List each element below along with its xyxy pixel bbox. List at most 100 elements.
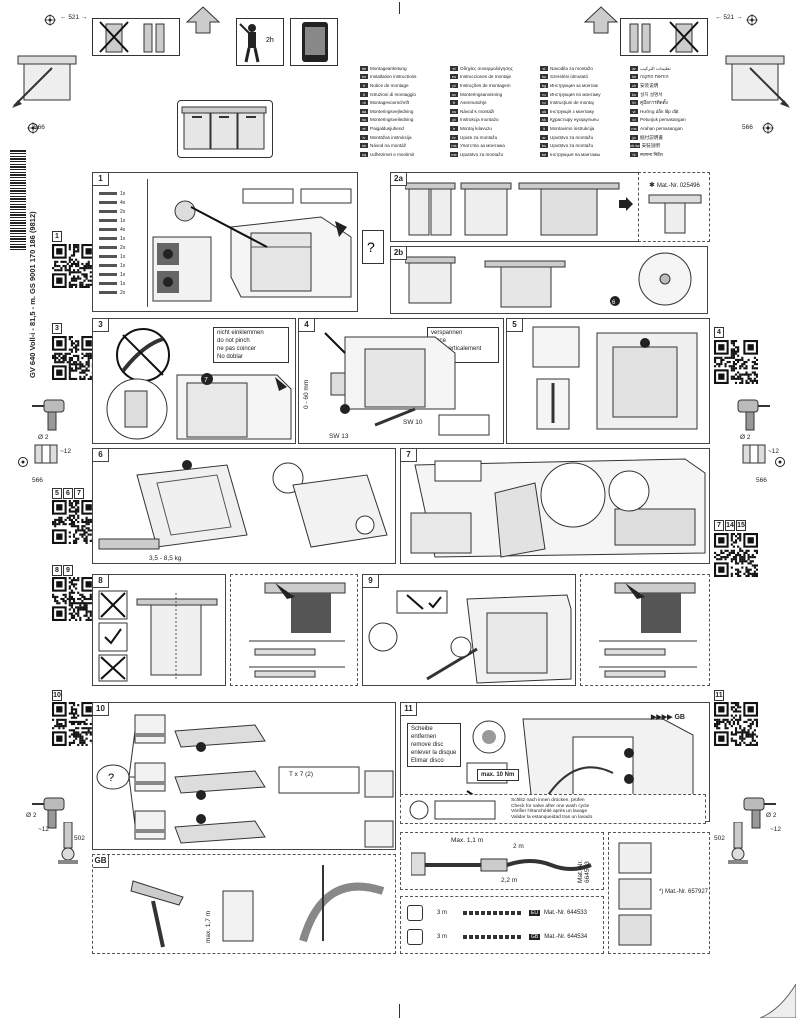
- language-code: et: [360, 125, 368, 131]
- qr-code-icon: [52, 702, 97, 747]
- part-qty: 1x: [120, 217, 126, 224]
- language-code: hi: [630, 151, 638, 157]
- screw-icon: [99, 291, 117, 294]
- qr-code-1[interactable]: [52, 244, 97, 289]
- language-code: mk: [450, 143, 458, 149]
- language-code: de: [360, 65, 368, 71]
- qr-code-7[interactable]: [714, 533, 759, 578]
- panel-10: 10 ? T x 7 (2): [92, 702, 396, 850]
- language-code: sk: [360, 143, 368, 149]
- hose-length-1: Max. 1,1 m: [451, 837, 484, 844]
- language-code: ja: [630, 134, 638, 140]
- gb-tag: ▶▶▶▶ GB: [651, 714, 685, 721]
- qr-code-567[interactable]: [52, 500, 97, 545]
- barcode: [10, 150, 26, 250]
- language-code: zh: [630, 82, 638, 88]
- panel-number: 4: [299, 319, 315, 332]
- language-code: uk: [540, 108, 548, 114]
- panel-8: 8: [92, 574, 226, 686]
- qr-code-3[interactable]: [52, 336, 97, 381]
- language-title: Szerelési útmutató: [550, 74, 589, 80]
- registration-mark-icon: [762, 122, 774, 134]
- clearance-side-right: 566: [756, 477, 767, 484]
- language-code: ro: [540, 100, 548, 106]
- qr-label: 3: [52, 323, 63, 334]
- torque-spec: T x 7 (2): [289, 771, 314, 778]
- foot-icon: [58, 822, 78, 864]
- installation-overview-icon: [152, 188, 352, 302]
- cabinet-sketch-icon: [12, 55, 77, 108]
- panel-9: 9: [362, 574, 576, 686]
- appliance-slide-in-icon: 7: [106, 373, 292, 440]
- door-weight: 3,5 - 8,5 kg: [149, 555, 182, 562]
- foot-icon: [728, 822, 748, 864]
- part-qty: 2x: [120, 244, 126, 251]
- socket-icon: [407, 929, 423, 945]
- panel-4: 4 verspannenbracecaler verticalementEnsi…: [298, 318, 504, 444]
- bracket-detail-icon: [648, 194, 702, 234]
- panel-number: 3: [93, 319, 109, 332]
- max-length: max. 1,7 m: [205, 910, 212, 943]
- part-qty: 4x: [120, 199, 126, 206]
- language-code: id: [630, 117, 638, 123]
- language-title: Monteringsvejledning: [370, 108, 414, 114]
- qr-code-icon: [52, 500, 97, 545]
- language-title: Instrukcja montażu: [460, 117, 499, 123]
- panel-number: GB: [93, 855, 109, 868]
- qr-code-icon: [714, 340, 759, 385]
- registration-mark-icon: [44, 14, 56, 26]
- svg-text:6: 6: [612, 300, 616, 306]
- qr-code-89[interactable]: [52, 577, 97, 622]
- flow-check-icon: [409, 800, 496, 820]
- language-code: pl: [450, 117, 458, 123]
- drill-depth: ~12: [768, 448, 780, 455]
- cabinet-fixing-icon: 6: [405, 252, 692, 308]
- language-title: Montageanleitung: [370, 65, 407, 71]
- qr-code-11[interactable]: [714, 702, 759, 747]
- language-title: Upute za montažu: [460, 134, 498, 140]
- language-title: 据付説明書: [640, 134, 663, 140]
- part-row: 1x: [99, 252, 145, 261]
- panel-number: 9: [363, 575, 379, 588]
- qr-code-10[interactable]: [52, 702, 97, 747]
- cord-mat-nr: Mat.-Nr. 644534: [544, 934, 588, 940]
- side-panel-icon: [620, 18, 708, 56]
- clearance-top-right: ← 521 →: [715, 14, 743, 21]
- clearance-side-left: 566: [34, 124, 45, 131]
- qr-code-4[interactable]: [714, 340, 759, 385]
- language-title: Инструкция за монтаж: [550, 82, 598, 88]
- language-title: Paigaldusjuhend: [370, 125, 404, 131]
- language-code: zh-tw: [630, 143, 640, 149]
- drill-icon: [737, 399, 770, 431]
- part-qty: 1x: [120, 190, 126, 197]
- language-code: ru: [540, 91, 548, 97]
- drill-diameter: Ø 2: [740, 434, 751, 441]
- part-qty: 1x: [120, 235, 126, 242]
- panel-7: 7: [400, 448, 710, 564]
- language-title: Notice de montage: [370, 82, 409, 88]
- qr-code-icon: [714, 533, 759, 578]
- no-side-panel-icon: [92, 18, 180, 56]
- drill-icon: [32, 399, 65, 431]
